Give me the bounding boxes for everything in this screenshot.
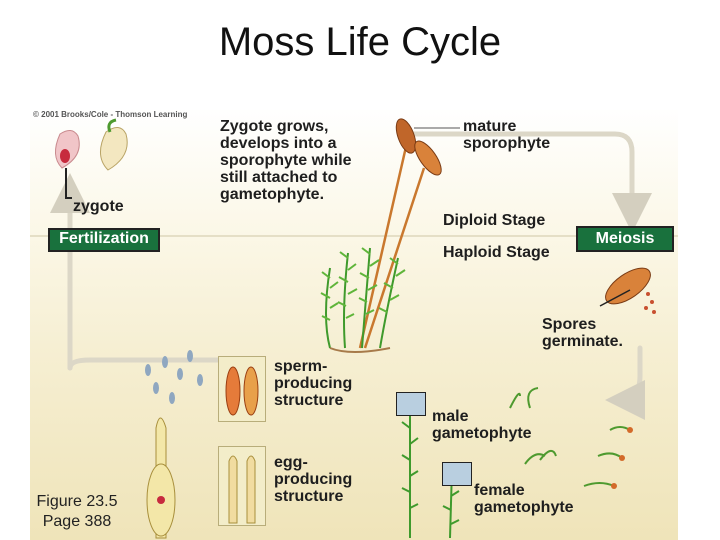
male-gametophyte-square <box>396 392 426 416</box>
zygote-pointer <box>65 168 72 199</box>
figure-reference: Figure 23.5 Page 388 <box>30 492 124 532</box>
gametophyte-moss <box>320 247 406 353</box>
page-title: Moss Life Cycle <box>218 20 502 64</box>
page-number: Page 388 <box>42 513 112 530</box>
arrow-right <box>605 345 646 420</box>
zygote-sketch <box>55 118 128 199</box>
sperm-drawing <box>145 350 203 404</box>
figure-number: Figure 23.5 <box>36 493 118 510</box>
mature-sporophyte-label: mature sporophyte <box>463 118 551 152</box>
archegonium-drawing <box>146 417 176 539</box>
germinating-spores <box>509 387 633 489</box>
meiosis-box: Meiosis <box>576 226 674 252</box>
female-gametophyte-label: female gametophyte <box>474 482 574 516</box>
diploid-stage-label: Diploid Stage <box>443 212 546 229</box>
spores-germinate-label: Spores germinate. <box>542 316 623 350</box>
sperm-structure-label: sperm-producing structure <box>274 358 353 409</box>
zygote-label: zygote <box>73 198 124 215</box>
diagram-panel: © 2001 Brooks/Cole - Thomson Learning zy… <box>30 108 678 540</box>
sperm-structure-inset <box>218 356 266 422</box>
male-gametophyte-label: male gametophyte <box>432 408 532 442</box>
female-gametophyte-square <box>442 462 472 486</box>
egg-structure-label: egg-producing structure <box>274 454 353 505</box>
arrow-top <box>399 131 652 233</box>
copyright-notice: © 2001 Brooks/Cole - Thomson Learning <box>33 110 188 119</box>
cycle-arrows <box>50 131 652 420</box>
arrow-bottom-left <box>67 357 223 371</box>
zygote-grows-label: Zygote grows, develops into a sporophyte… <box>220 118 352 203</box>
egg-structure-inset <box>218 446 266 526</box>
haploid-stage-label: Haploid Stage <box>443 244 550 261</box>
fertilization-box: Fertilization <box>48 228 160 252</box>
capsule-with-spores <box>599 267 656 314</box>
